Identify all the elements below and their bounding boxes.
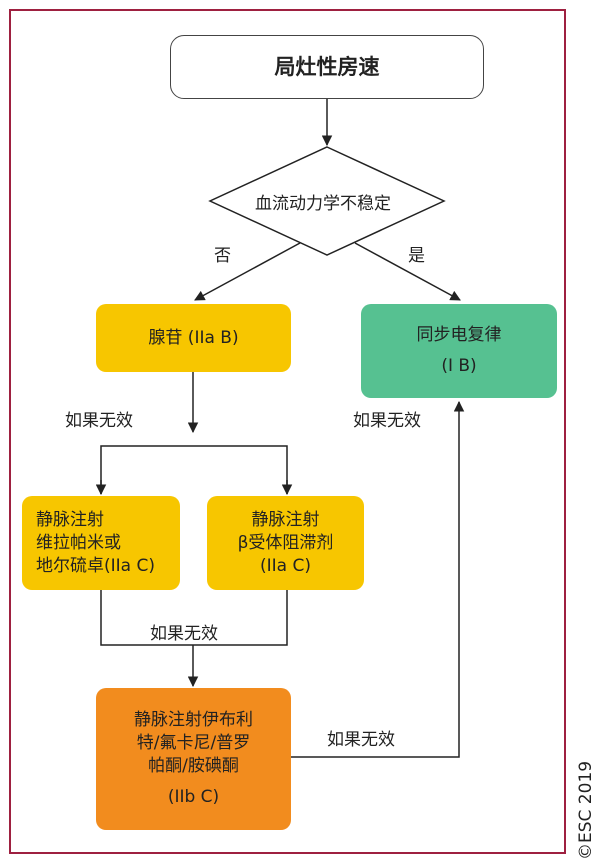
iv-ibutilide-line3: 帕酮/胺碘酮 bbox=[148, 756, 239, 776]
iv-ibutilide-line4: (IIb C) bbox=[167, 787, 220, 807]
decision-text: 血流动力学不稳定 bbox=[255, 194, 391, 214]
iv-ibutilide-line1: 静脉注射伊布利 bbox=[134, 710, 253, 730]
cardioversion-line1: 同步电复律 bbox=[416, 325, 502, 345]
title-text: 局灶性房速 bbox=[274, 54, 380, 79]
iv-verapamil-line1: 静脉注射 bbox=[36, 509, 104, 530]
cardioversion-line2: (I B) bbox=[441, 356, 477, 376]
branch-yes-label: 是 bbox=[408, 246, 425, 266]
iv-verapamil-line3: 地尔硫卓(IIa C) bbox=[36, 555, 155, 576]
iv-beta-line2: β受体阻滞剂 bbox=[237, 532, 334, 553]
adenosine-box: 腺苷 (IIa B) bbox=[96, 304, 291, 372]
merge-connector bbox=[100, 590, 288, 646]
decision-diamond bbox=[208, 146, 446, 256]
iv-ibutilide-box: 静脉注射伊布利 特/氟卡尼/普罗 帕酮/胺碘酮 (IIb C) bbox=[96, 688, 291, 830]
arrow-no-branch bbox=[194, 242, 301, 301]
if-ineffective-label-4: 如果无效 bbox=[327, 730, 395, 750]
branch-no-label: 否 bbox=[214, 246, 231, 266]
if-ineffective-label-3: 如果无效 bbox=[150, 624, 218, 644]
iv-beta-line1: 静脉注射 bbox=[251, 509, 320, 530]
iv-beta-line3: (IIa C) bbox=[260, 555, 311, 576]
cardioversion-box: 同步电复律 (I B) bbox=[361, 304, 557, 398]
copyright-text: ©ESC 2019 bbox=[576, 760, 596, 860]
if-ineffective-label-2: 如果无效 bbox=[353, 411, 421, 431]
iv-verapamil-line2: 维拉帕米或 bbox=[36, 532, 121, 553]
adenosine-text: 腺苷 (IIa B) bbox=[148, 327, 239, 348]
split-connector bbox=[100, 445, 288, 494]
title-box: 局灶性房速 bbox=[170, 35, 484, 99]
iv-ibutilide-line2: 特/氟卡尼/普罗 bbox=[136, 733, 251, 753]
arrow-ibutilide-to-cardioversion bbox=[291, 400, 465, 758]
iv-beta-blocker-box: 静脉注射 β受体阻滞剂 (IIa C) bbox=[207, 496, 364, 590]
if-ineffective-label-1: 如果无效 bbox=[65, 411, 133, 431]
outer-frame bbox=[9, 9, 566, 854]
arrow-yes-branch bbox=[354, 242, 461, 301]
iv-verapamil-box: 静脉注射 维拉帕米或 地尔硫卓(IIa C) bbox=[22, 496, 180, 590]
